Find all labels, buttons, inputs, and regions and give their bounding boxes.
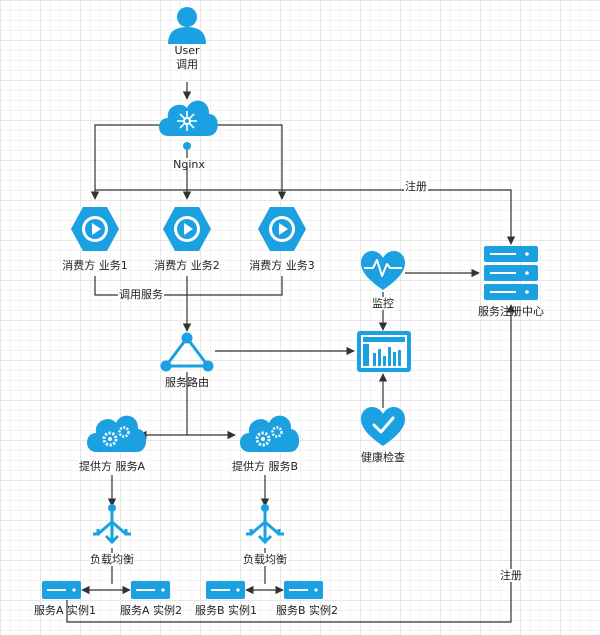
edge-register-bottom <box>66 304 516 623</box>
user-icon <box>168 7 206 44</box>
consumer1-label: 消费方 业务1 <box>62 259 128 272</box>
providerB-label: 提供方 服务B <box>230 460 300 473</box>
monitor-label: 监控 <box>371 297 395 310</box>
nginx-label: Nginx <box>173 158 205 171</box>
play-hex-icon <box>71 207 119 251</box>
heart-check-icon <box>361 407 405 446</box>
load-balancer-icon <box>246 504 284 545</box>
edge-register-top <box>95 189 516 245</box>
registry-label: 服务注册中心 <box>478 305 544 318</box>
instB1-label: 服务B 实例1 <box>194 604 258 617</box>
load-balancer-icon <box>93 504 131 545</box>
consumer2-label: 消费方 业务2 <box>154 259 220 272</box>
server-stack-icon <box>484 246 538 300</box>
router-label: 服务路由 <box>165 376 209 389</box>
lbB-label: 负载均衡 <box>242 553 288 566</box>
providerA-label: 提供方 服务A <box>77 460 147 473</box>
server-icon <box>206 581 245 599</box>
health-label: 健康检查 <box>361 451 405 464</box>
edge-nginx-to-consumer1 <box>90 124 160 200</box>
edge-nginx-to-consumer3 <box>213 124 287 200</box>
server-icon <box>42 581 81 599</box>
instB2-label: 服务B 实例2 <box>275 604 339 617</box>
triangle-network-icon <box>160 332 214 372</box>
edge-label-register-bottom: 注册 <box>499 569 523 582</box>
instA1-label: 服务A 实例1 <box>33 604 97 617</box>
play-hex-icon <box>163 207 211 251</box>
dashboard-icon <box>357 331 411 372</box>
edge-label-invoke-service: 调用服务 <box>118 288 164 301</box>
edge-label-register-top: 注册 <box>404 180 428 193</box>
server-icon <box>131 581 170 599</box>
user-label: User <box>174 44 200 57</box>
play-hex-icon <box>258 207 306 251</box>
edge-consumers-join <box>94 276 283 296</box>
nginx-cloud-icon <box>159 100 218 150</box>
lbA-label: 负载均衡 <box>89 553 135 566</box>
server-icon <box>284 581 323 599</box>
consumer3-label: 消费方 业务3 <box>249 259 315 272</box>
instA2-label: 服务A 实例2 <box>119 604 183 617</box>
heart-pulse-icon <box>361 251 405 290</box>
gear-cloud-icon <box>87 415 147 452</box>
user-action-label: 调用 <box>176 58 198 71</box>
gear-cloud-icon <box>240 415 300 452</box>
